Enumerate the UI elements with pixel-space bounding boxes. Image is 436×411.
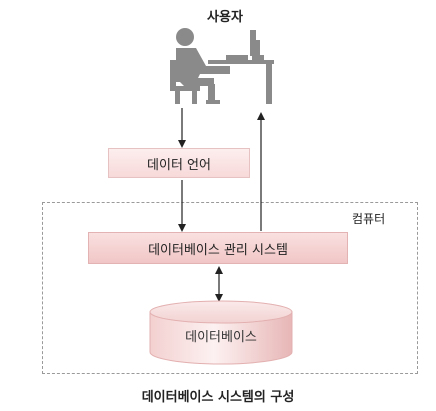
database-cylinder <box>149 300 293 365</box>
dbms-label: 데이터베이스 관리 시스템 <box>148 242 288 258</box>
user-label: 사용자 <box>207 10 243 25</box>
diagram-caption: 데이터베이스 시스템의 구성 <box>141 390 295 405</box>
dbms-box: 데이터베이스 관리 시스템 <box>88 232 348 264</box>
computer-boundary <box>42 202 418 374</box>
person-at-desk-icon <box>170 28 274 104</box>
data-language-box: 데이터 언어 <box>108 148 250 178</box>
database-label: 데이터베이스 <box>185 330 257 345</box>
computer-label: 컴퓨터 <box>352 212 386 226</box>
data-language-label: 데이터 언어 <box>147 157 211 173</box>
